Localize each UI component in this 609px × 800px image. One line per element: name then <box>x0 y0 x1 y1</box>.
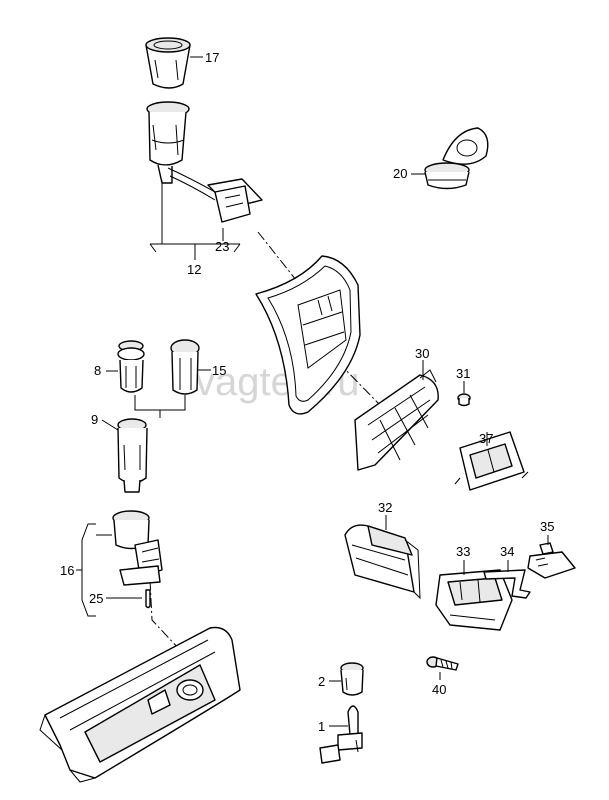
part-31-screw <box>457 393 471 407</box>
callout-12: 12 <box>187 262 201 277</box>
callout-15: 15 <box>212 363 226 378</box>
part-17-socket-sleeve <box>145 37 191 89</box>
part-40-screw <box>426 656 459 671</box>
callout-33: 33 <box>456 544 470 559</box>
callout-25: 25 <box>89 591 103 606</box>
callout-37: 37 <box>479 431 493 446</box>
part-2-small-socket <box>340 662 364 696</box>
part-12-socket-harness <box>146 101 263 223</box>
callout-20: 20 <box>393 166 407 181</box>
callout-30: 30 <box>415 346 429 361</box>
callout-labels: 17 23 12 20 30 31 37 8 15 9 16 25 32 33 … <box>60 50 554 734</box>
callout-32: 32 <box>378 500 392 515</box>
callout-9: 9 <box>91 412 98 427</box>
part-33-housing <box>435 569 513 631</box>
callout-34: 34 <box>500 544 514 559</box>
part-16-socket-bracket <box>112 510 163 586</box>
part-1-connector <box>319 705 363 764</box>
part-20-lid-socket <box>424 127 489 190</box>
callout-1: 1 <box>318 719 325 734</box>
part-9-socket <box>117 418 148 493</box>
callout-17: 17 <box>205 50 219 65</box>
callout-16: 16 <box>60 563 74 578</box>
console-tray <box>39 626 241 783</box>
part-30-trim-panel <box>354 369 439 471</box>
callout-40: 40 <box>432 682 446 697</box>
part-32-switch-module <box>344 524 421 600</box>
part-37-switch-frame <box>454 431 529 491</box>
part-8-plug <box>117 340 145 393</box>
callout-2: 2 <box>318 674 325 689</box>
console-bezel <box>255 255 361 415</box>
part-35-connector <box>527 542 576 579</box>
callout-35: 35 <box>540 519 554 534</box>
callout-23: 23 <box>215 239 229 254</box>
part-34-bracket <box>483 569 531 599</box>
part-15-plug <box>170 339 200 395</box>
callout-31: 31 <box>456 366 470 381</box>
callout-8: 8 <box>94 363 101 378</box>
part-25-clip <box>145 589 151 609</box>
